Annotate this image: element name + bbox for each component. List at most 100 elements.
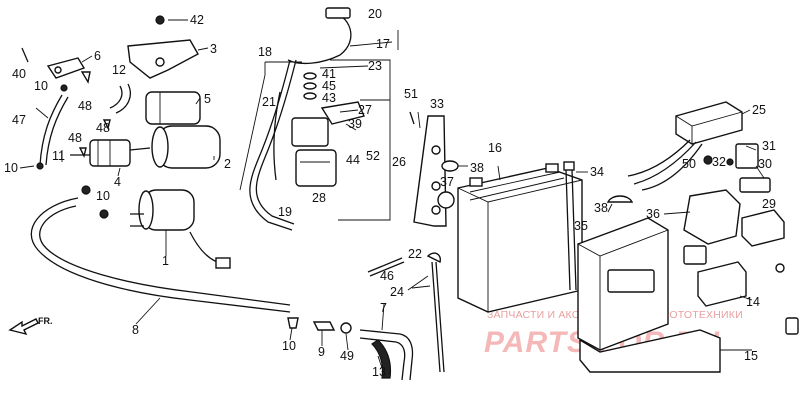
bolt-46 <box>367 257 405 277</box>
callout-10-top: 10 <box>34 79 48 93</box>
callout-32: 32 <box>712 155 726 169</box>
breather-tube <box>30 197 291 313</box>
callout-37: 37 <box>440 175 454 189</box>
callout-12: 12 <box>112 63 126 77</box>
leader-frames <box>239 30 399 221</box>
clip-9 <box>312 321 336 331</box>
starter-cable-18 <box>249 59 297 231</box>
rod-24 <box>426 252 445 373</box>
callout-2: 2 <box>224 157 231 171</box>
callout-6: 6 <box>94 49 101 63</box>
cap-38 <box>441 160 459 172</box>
fuel-filter <box>70 139 151 167</box>
cable-20 <box>287 7 352 65</box>
relay-bracket-27 <box>320 101 365 125</box>
callout-10-left: 10 <box>4 161 18 175</box>
small-fasteners-left <box>21 15 165 219</box>
callout-49: 49 <box>340 349 354 363</box>
callout-38-right: 38 <box>594 201 608 215</box>
callout-41: 41 <box>322 67 336 81</box>
callout-22: 22 <box>408 247 422 261</box>
callout-7: 7 <box>380 301 387 315</box>
callout-24: 24 <box>390 285 404 299</box>
small-parts-right <box>606 155 799 335</box>
washers-41-45-43 <box>303 72 317 100</box>
callout-31: 31 <box>762 139 776 153</box>
fuel-pump-2 <box>151 125 221 169</box>
callout-34: 34 <box>590 165 604 179</box>
cap-37 <box>437 191 455 209</box>
washer-49 <box>340 322 352 334</box>
callout-9: 9 <box>318 345 325 359</box>
fuel-pump-1 <box>130 189 231 269</box>
callout-39: 39 <box>348 117 362 131</box>
callout-29: 29 <box>762 197 776 211</box>
callout-10-center: 10 <box>96 189 110 203</box>
callout-13: 13 <box>372 365 386 379</box>
fuel-hose-47 <box>39 94 69 166</box>
callout-51: 51 <box>404 87 418 101</box>
leader-lines <box>19 19 765 369</box>
bolt-51 <box>409 111 415 125</box>
callout-30: 30 <box>758 157 772 171</box>
callout-42: 42 <box>190 13 204 27</box>
callout-5: 5 <box>204 92 211 106</box>
battery-bracket <box>413 115 447 227</box>
relay-29 <box>741 209 785 247</box>
direction-label: FR. <box>38 316 53 326</box>
callout-45: 45 <box>322 79 336 93</box>
callout-38-battery: 38 <box>470 161 484 175</box>
callout-43: 43 <box>322 91 336 105</box>
callout-44: 44 <box>346 153 360 167</box>
regulator <box>675 101 743 145</box>
vent-tube <box>563 161 577 291</box>
fuel-hose-12 <box>109 83 131 114</box>
bracket-6 <box>46 57 86 79</box>
fuse-panel <box>577 217 721 373</box>
callout-11: 11 <box>52 149 65 163</box>
callout-18: 18 <box>258 45 272 59</box>
callout-1: 1 <box>162 254 169 268</box>
callout-40: 40 <box>12 67 26 81</box>
pump-cover-5 <box>145 91 201 125</box>
fuse-14 <box>697 261 747 307</box>
battery-cable-13 <box>371 339 392 379</box>
callout-48-middle: 48 <box>96 121 110 135</box>
relay-31 <box>735 143 759 169</box>
callout-48-left: 48 <box>68 131 82 145</box>
clip-10-bottom <box>287 317 299 329</box>
callout-4: 4 <box>114 175 121 189</box>
bracket-36 <box>683 189 741 245</box>
callout-27: 27 <box>358 103 372 117</box>
battery <box>457 163 583 313</box>
callout-19: 19 <box>278 205 292 219</box>
callout-8: 8 <box>132 323 139 337</box>
callout-16: 16 <box>488 141 502 155</box>
callout-14: 14 <box>746 295 760 309</box>
callout-52: 52 <box>366 149 380 163</box>
callout-35: 35 <box>574 219 588 233</box>
front-direction-arrow: FR. <box>8 316 53 336</box>
callout-50: 50 <box>682 157 696 171</box>
callout-15: 15 <box>744 349 758 363</box>
callout-21: 21 <box>262 95 276 109</box>
callout-10-bottom: 10 <box>282 339 296 353</box>
callout-23: 23 <box>368 59 382 73</box>
regulator-wires <box>627 139 703 191</box>
starter-relay-28 <box>291 117 337 187</box>
callout-48-top: 48 <box>78 99 92 113</box>
callout-3: 3 <box>210 42 217 56</box>
callout-36: 36 <box>646 207 660 221</box>
callout-25: 25 <box>752 103 766 117</box>
callout-17: 17 <box>376 37 390 51</box>
relay-30 <box>739 177 771 193</box>
bracket-3 <box>127 39 199 79</box>
callout-28: 28 <box>312 191 326 205</box>
callout-33: 33 <box>430 97 444 111</box>
callout-46: 46 <box>380 269 394 283</box>
battery-cable-7 <box>359 329 414 381</box>
callout-47: 47 <box>12 113 26 127</box>
callout-26: 26 <box>392 155 406 169</box>
